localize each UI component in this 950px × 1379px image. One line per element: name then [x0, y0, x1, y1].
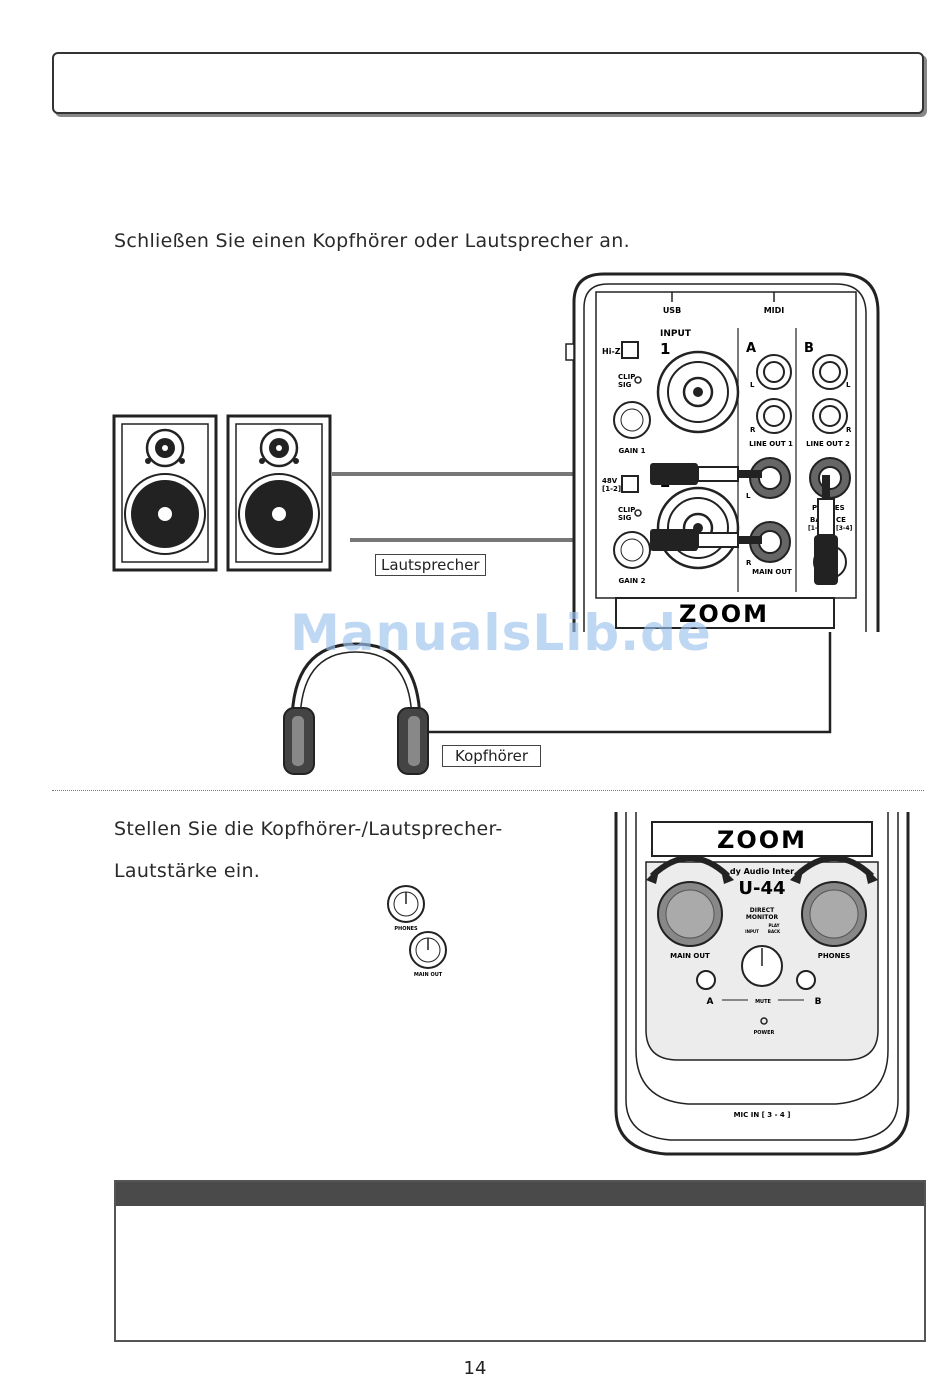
section-b-label: B: [804, 341, 814, 356]
top-main-out-label: MAIN OUT: [670, 952, 710, 960]
speaker-left: [112, 414, 218, 572]
phones-arrow: [793, 855, 875, 879]
speaker-plug-right: [650, 529, 762, 551]
balance-right-label: CE: [836, 516, 846, 524]
power-led: [760, 1017, 768, 1025]
top-phones-label: PHONES: [818, 952, 851, 960]
watermark: ManualsLib.de: [290, 604, 712, 662]
dm-back-label: BACK: [768, 929, 781, 934]
mute-a-button: [696, 970, 716, 990]
mute-b-button: [796, 970, 816, 990]
note-box: [114, 1180, 926, 1342]
line-out-1-l-label: L: [750, 381, 755, 389]
sig-2-label: SIG: [618, 514, 632, 522]
headphone-cable: [420, 585, 832, 734]
line-out-2-r-label: R: [846, 426, 852, 434]
headphone-plug: [814, 475, 838, 585]
line-out-2-label: LINE OUT 2: [806, 440, 850, 448]
gain-2-label: GAIN 2: [619, 577, 646, 585]
main-out-label: MAIN OUT: [752, 568, 792, 576]
top-subtitle: dy Audio Inter: [730, 867, 794, 876]
plugs-illustration: [650, 463, 838, 585]
direct-monitor-label-1: DIRECT: [750, 907, 775, 914]
speaker-plug-left: [650, 463, 762, 485]
headphones-label: Kopfhörer: [442, 745, 541, 767]
mute-label: MUTE: [755, 999, 771, 1005]
section-divider: [52, 790, 924, 791]
speakers-illustration: [112, 414, 332, 572]
device-top-panel: ZOOM dy Audio Inter U-44 DIRECT MONITOR …: [614, 812, 910, 1156]
main-out-l-label: L: [746, 492, 751, 500]
step-1-text: Schließen Sie einen Kopfhörer oder Lauts…: [114, 230, 630, 252]
main-out-r-label: R: [746, 559, 752, 567]
speakers-label: Lautsprecher: [375, 554, 486, 576]
input-1-label: 1: [660, 340, 670, 358]
sig-label: SIG: [618, 381, 632, 389]
mute-a-label: A: [707, 997, 714, 1007]
gain-1-label: GAIN 1: [619, 447, 646, 455]
main-out-arrow: [649, 855, 731, 879]
hiz-label: Hi-Z: [602, 347, 621, 356]
dm-input-label: INPUT: [745, 929, 759, 934]
balance-range-left-label: [1-2]: [808, 525, 825, 532]
page-number: 14: [463, 1358, 487, 1379]
phantom-switch: [621, 475, 639, 493]
step-2-text-line-1: Stellen Sie die Kopfhörer-/Lautsprecher-: [114, 818, 503, 840]
small-knobs-illustration: PHONES MAIN OUT: [387, 885, 447, 978]
power-label: POWER: [754, 1030, 775, 1036]
section-header-box: [52, 52, 924, 114]
hiz-switch: [621, 341, 639, 359]
mic-in-label: MIC IN [ 3 - 4 ]: [734, 1111, 791, 1119]
rear-zoom-logo: ZOOM: [679, 600, 769, 628]
phantom-range-label: [1-2]: [602, 485, 621, 493]
phones-knob-label: PHONES: [394, 926, 418, 932]
midi-label: MIDI: [764, 306, 785, 315]
input-label: INPUT: [660, 329, 692, 339]
balance-range-right-label: [3-4]: [836, 525, 853, 532]
speaker-right: [226, 414, 332, 572]
line-out-1-label: LINE OUT 1: [749, 440, 793, 448]
clip-2-label: CLIP: [618, 506, 635, 514]
dm-play-label: PLAY: [768, 923, 779, 928]
note-header-bar: [116, 1182, 924, 1206]
usb-label: USB: [663, 306, 681, 315]
step-2-text-line-2: Lautstärke ein.: [114, 860, 261, 882]
section-a-label: A: [746, 341, 756, 356]
clip-label: CLIP: [618, 373, 635, 381]
main-out-knob-label: MAIN OUT: [414, 972, 443, 978]
mute-b-label: B: [815, 997, 822, 1007]
direct-monitor-label-2: MONITOR: [746, 914, 779, 921]
phantom-label: 48V: [602, 477, 618, 485]
balance-left-label: BA: [810, 516, 821, 524]
line-out-2-l-label: L: [846, 381, 851, 389]
headphones-illustration: [283, 642, 429, 775]
top-zoom-logo: ZOOM: [717, 826, 807, 854]
line-out-1-r-label: R: [750, 426, 756, 434]
top-model: U-44: [738, 878, 785, 899]
